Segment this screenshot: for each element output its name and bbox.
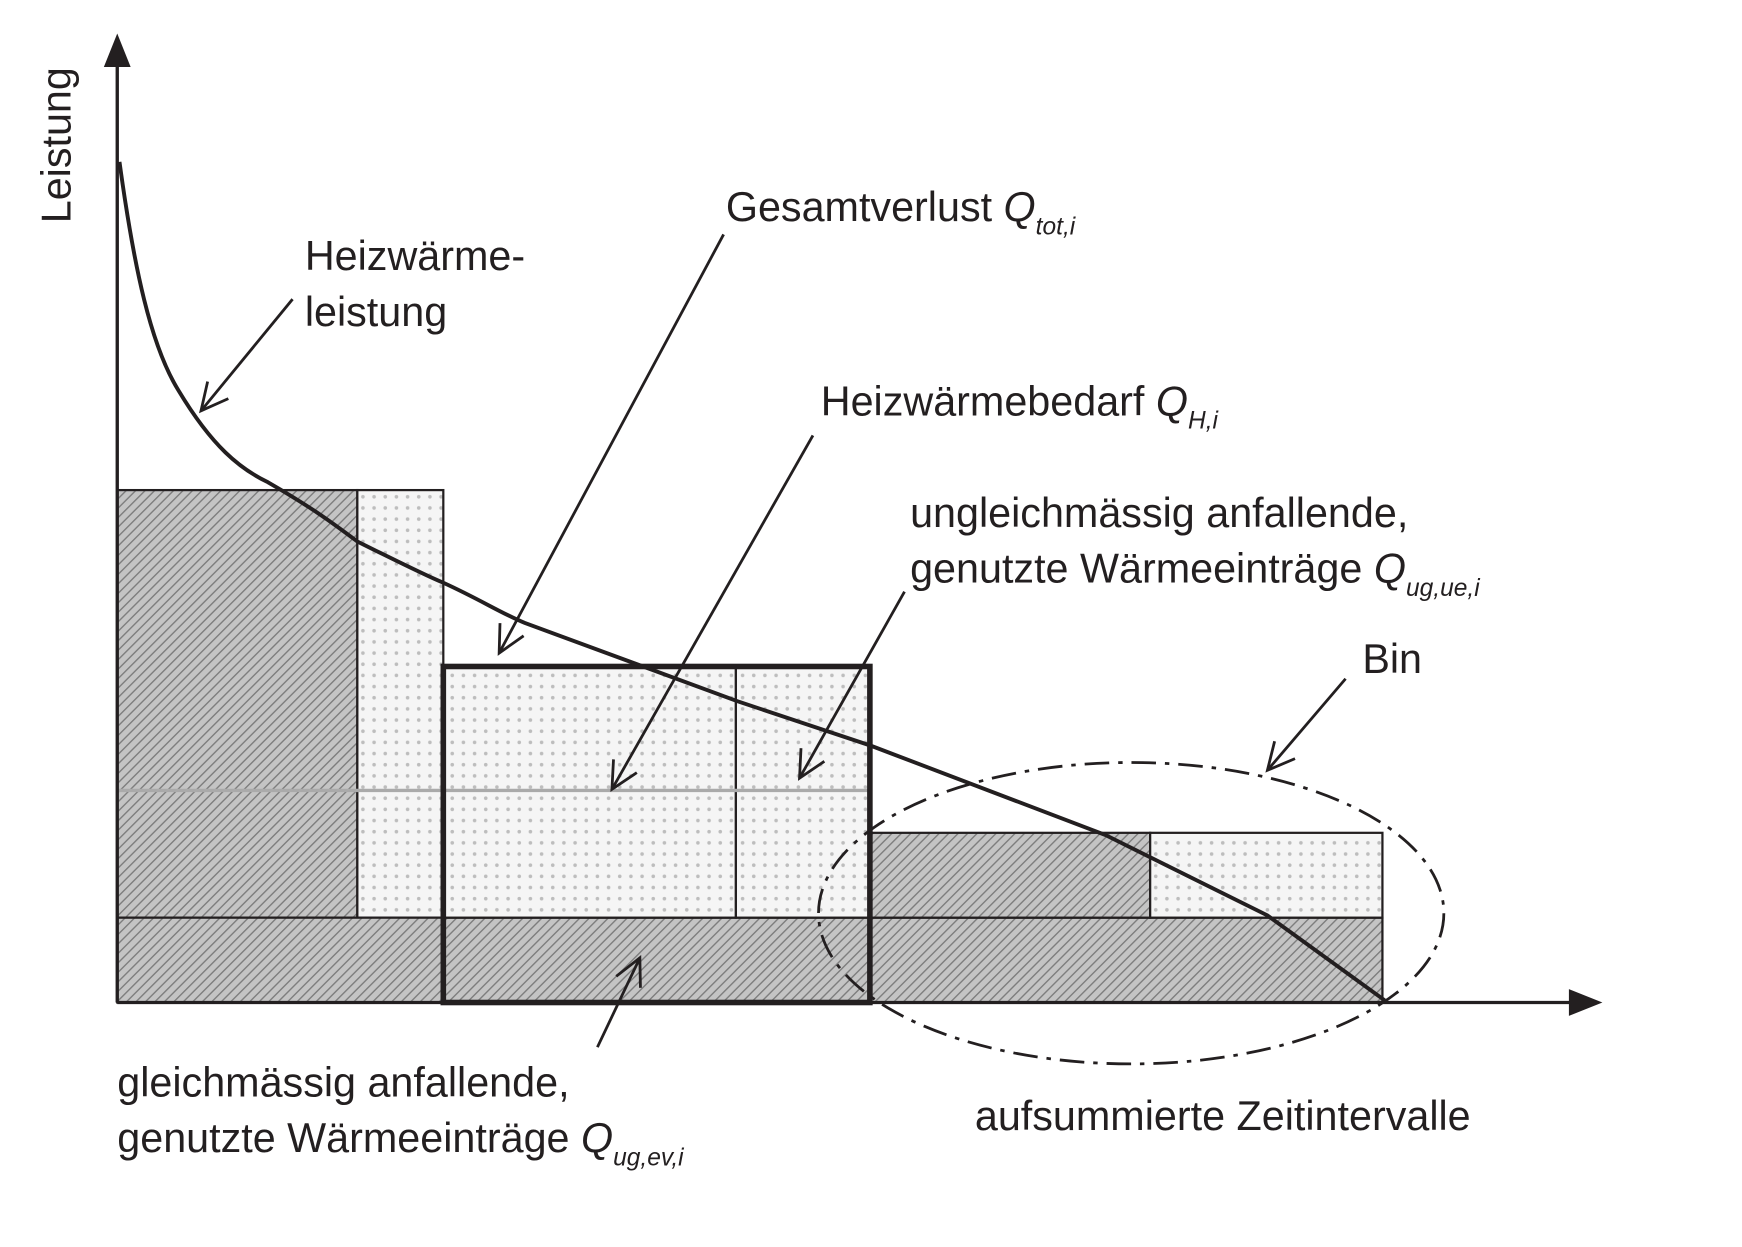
pointer-arrow-uneven-gains [798, 590, 906, 781]
pointer-arrow-even-gains [596, 955, 642, 1048]
bin-1 [116, 488, 445, 919]
pointer-arrow-heating-demand [610, 434, 815, 792]
bin-ellipse [817, 761, 1446, 1066]
uneven-gains-symbol: Q [1374, 546, 1406, 592]
bin-1-unevenly-distributed-gains [356, 488, 445, 919]
even-gains-label-line2: genutzte Wärmeeinträge Qug,ev,i [117, 1115, 684, 1171]
total-loss-symbol: Q [1004, 184, 1036, 230]
total-loss-text: Gesamtverlust [726, 184, 1004, 230]
heating-power-curve [117, 161, 1386, 1002]
bin-label: Bin [1362, 636, 1422, 682]
total-loss-label: Gesamtverlust Qtot,i [726, 184, 1076, 240]
uneven-gains-text: genutzte Wärmeeinträge [910, 546, 1374, 592]
even-gains-symbol: Q [581, 1115, 613, 1161]
uneven-gains-label-line1: ungleichmässig anfallende, [910, 490, 1408, 536]
pointer-arrow-total-loss [497, 233, 725, 656]
heating-power-label-line2: leistung [305, 289, 447, 335]
total-loss-subscript: tot,i [1036, 213, 1076, 240]
even-gains-subscript: ug,ev,i [613, 1145, 684, 1172]
even-gains-label-line1: gleichmässig anfallende, [117, 1059, 569, 1105]
evenly-distributed-gains-strip [116, 916, 1384, 1004]
even-gains-text: genutzte Wärmeeinträge [117, 1115, 581, 1161]
pointer-arrow-bin [1265, 677, 1347, 773]
uneven-gains-subscript: ug,ue,i [1406, 575, 1480, 602]
x-axis-label: aufsummierte Zeitintervalle [975, 1093, 1471, 1139]
x-axis-arrow-icon [1568, 989, 1603, 1016]
heating-demand-symbol: Q [1156, 378, 1188, 424]
pointer-arrow-heating-power [199, 298, 294, 414]
uneven-gains-label-line2: genutzte Wärmeeinträge Qug,ue,i [910, 546, 1480, 602]
heating-power-label-line1: Heizwärme- [305, 233, 525, 279]
y-axis-arrow-icon [103, 33, 131, 67]
y-axis-label: Leistung [33, 67, 79, 223]
heating-demand-subscript: H,i [1188, 408, 1219, 435]
heating-demand-text: Heizwärmebedarf [821, 378, 1156, 424]
heating-demand-label: Heizwärmebedarf QH,i [821, 378, 1219, 434]
bin-3-evenly-part [868, 831, 1152, 919]
bin-1-evenly-distributed-gains [116, 488, 359, 919]
